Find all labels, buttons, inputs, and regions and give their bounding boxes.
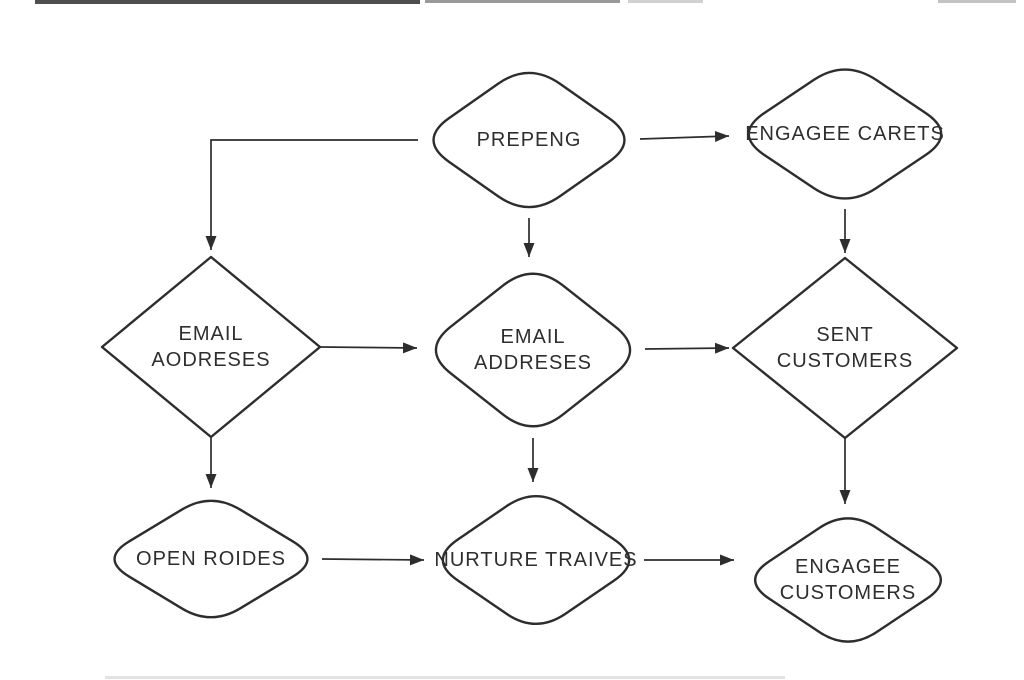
cropped-edge-artifact-4 (105, 676, 785, 679)
flow-node-prepeng (432, 71, 626, 209)
flow-node-open-roides (113, 499, 309, 619)
flow-edge-email-aodreses-to-email-addreses (319, 342, 418, 354)
cropped-edge-artifact-1 (425, 0, 620, 3)
flow-node-engagee-customers (753, 517, 943, 643)
flow-node-email-addreses (434, 272, 632, 428)
flow-node-nurture-traives (441, 495, 631, 625)
flow-edge-prepeng-to-email-aodreses (205, 139, 418, 250)
flow-edge-email-addreses-to-sent-customers (644, 342, 730, 354)
cropped-edge-artifact-2 (628, 0, 703, 3)
flow-node-sent-customers (731, 256, 959, 440)
flow-node-email-aodreses (100, 255, 322, 439)
flow-node-engagee-carets (747, 68, 943, 200)
flow-edge-prepeng-to-engagee-carets (639, 130, 730, 142)
flow-edge-open-roides-to-nurture-traives (321, 554, 425, 566)
cropped-edge-artifact-0 (35, 0, 420, 4)
cropped-edge-artifact-3 (938, 0, 1016, 3)
